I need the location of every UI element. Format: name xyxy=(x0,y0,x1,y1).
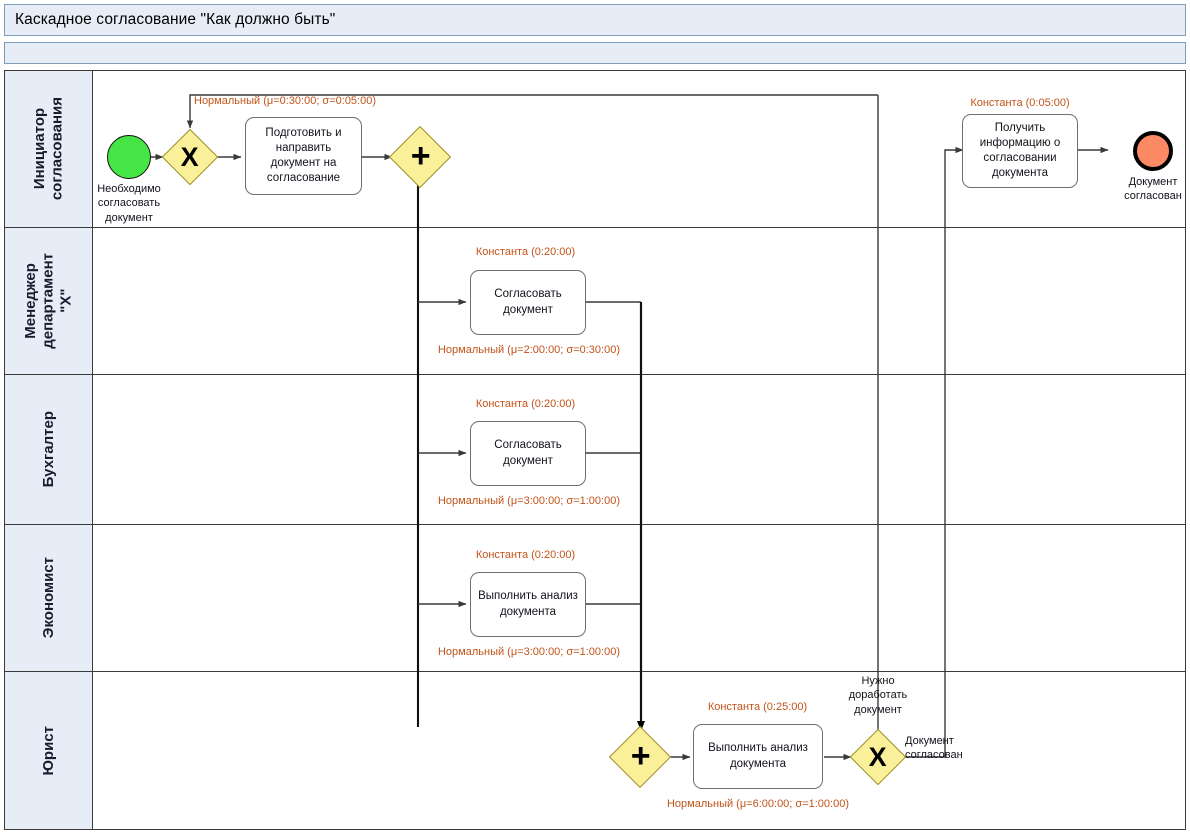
flow-label-approved: Документ согласован xyxy=(905,735,963,762)
manager-task-distribution-bottom: Нормальный (μ=2:00:00; σ=0:30:00) xyxy=(437,344,620,356)
diagram-title: Каскадное согласование "Как должно быть" xyxy=(15,11,336,28)
task-manager-approve[interactable]: Согласовать документ xyxy=(470,270,586,335)
start-event[interactable] xyxy=(107,135,151,179)
task-economist-analyze[interactable]: Выполнить анализ документа xyxy=(470,572,586,637)
task-prepare-document[interactable]: Подготовить и направить документ на согл… xyxy=(245,117,362,195)
end-event-label: Документ согласован xyxy=(1124,176,1182,203)
economist-task-distribution-top: Константа (0:20:00) xyxy=(475,549,576,561)
diagram-subtitle-band xyxy=(4,42,1186,64)
lane-body-manager xyxy=(93,228,1185,375)
lane-body-economist xyxy=(93,525,1185,672)
gateway-x-end-glyph: X xyxy=(868,741,888,772)
gateway-plus-join-glyph: + xyxy=(630,737,651,776)
pool: Инициатор согласования Менеджер департам… xyxy=(4,70,1186,830)
task-get-approval-info[interactable]: Получить информацию о согласовании докум… xyxy=(962,114,1078,188)
task-accountant-approve[interactable]: Согласовать документ xyxy=(470,421,586,486)
task-lawyer-analyze[interactable]: Выполнить анализ документа xyxy=(693,724,823,789)
lane-label-lawyer: Юрист xyxy=(39,725,57,776)
end-event[interactable] xyxy=(1133,131,1173,171)
flow-label-rework: Нужно доработать документ xyxy=(848,675,908,716)
diagram-title-bar: Каскадное согласование "Как должно быть" xyxy=(4,4,1186,36)
accountant-task-distribution-bottom: Нормальный (μ=3:00:00; σ=1:00:00) xyxy=(437,495,620,507)
lane-label-accountant: Бухгалтер xyxy=(39,411,57,488)
lane-label-manager: Менеджер департамент "X" xyxy=(21,253,75,349)
gateway-plus-glyph: + xyxy=(410,137,431,176)
lane-header-lawyer: Юрист xyxy=(5,672,93,829)
manager-task-distribution-top: Константа (0:20:00) xyxy=(475,246,576,258)
accountant-task-distribution-top: Константа (0:20:00) xyxy=(475,398,576,410)
lawyer-task-distribution-top: Константа (0:25:00) xyxy=(707,701,808,713)
lane-body-initiator xyxy=(93,71,1185,228)
lane-label-economist: Экономист xyxy=(39,557,57,639)
lane-header-manager: Менеджер департамент "X" xyxy=(5,228,93,375)
lawyer-task-distribution-bottom: Нормальный (μ=6:00:00; σ=1:00:00) xyxy=(666,798,849,810)
lane-body-accountant xyxy=(93,375,1185,525)
getinfo-task-distribution: Константа (0:05:00) xyxy=(970,97,1070,109)
economist-task-distribution-bottom: Нормальный (μ=3:00:00; σ=1:00:00) xyxy=(437,646,620,658)
lane-header-accountant: Бухгалтер xyxy=(5,375,93,525)
lane-header-economist: Экономист xyxy=(5,525,93,672)
gateway-x-glyph: X xyxy=(180,141,200,172)
lane-header-initiator: Инициатор согласования xyxy=(5,71,93,228)
prepare-task-distribution: Нормальный (μ=0:30:00; σ=0:05:00) xyxy=(194,95,377,107)
start-event-label: Необходимо согласовать документ xyxy=(97,183,161,224)
lane-label-initiator: Инициатор согласования xyxy=(30,97,66,201)
